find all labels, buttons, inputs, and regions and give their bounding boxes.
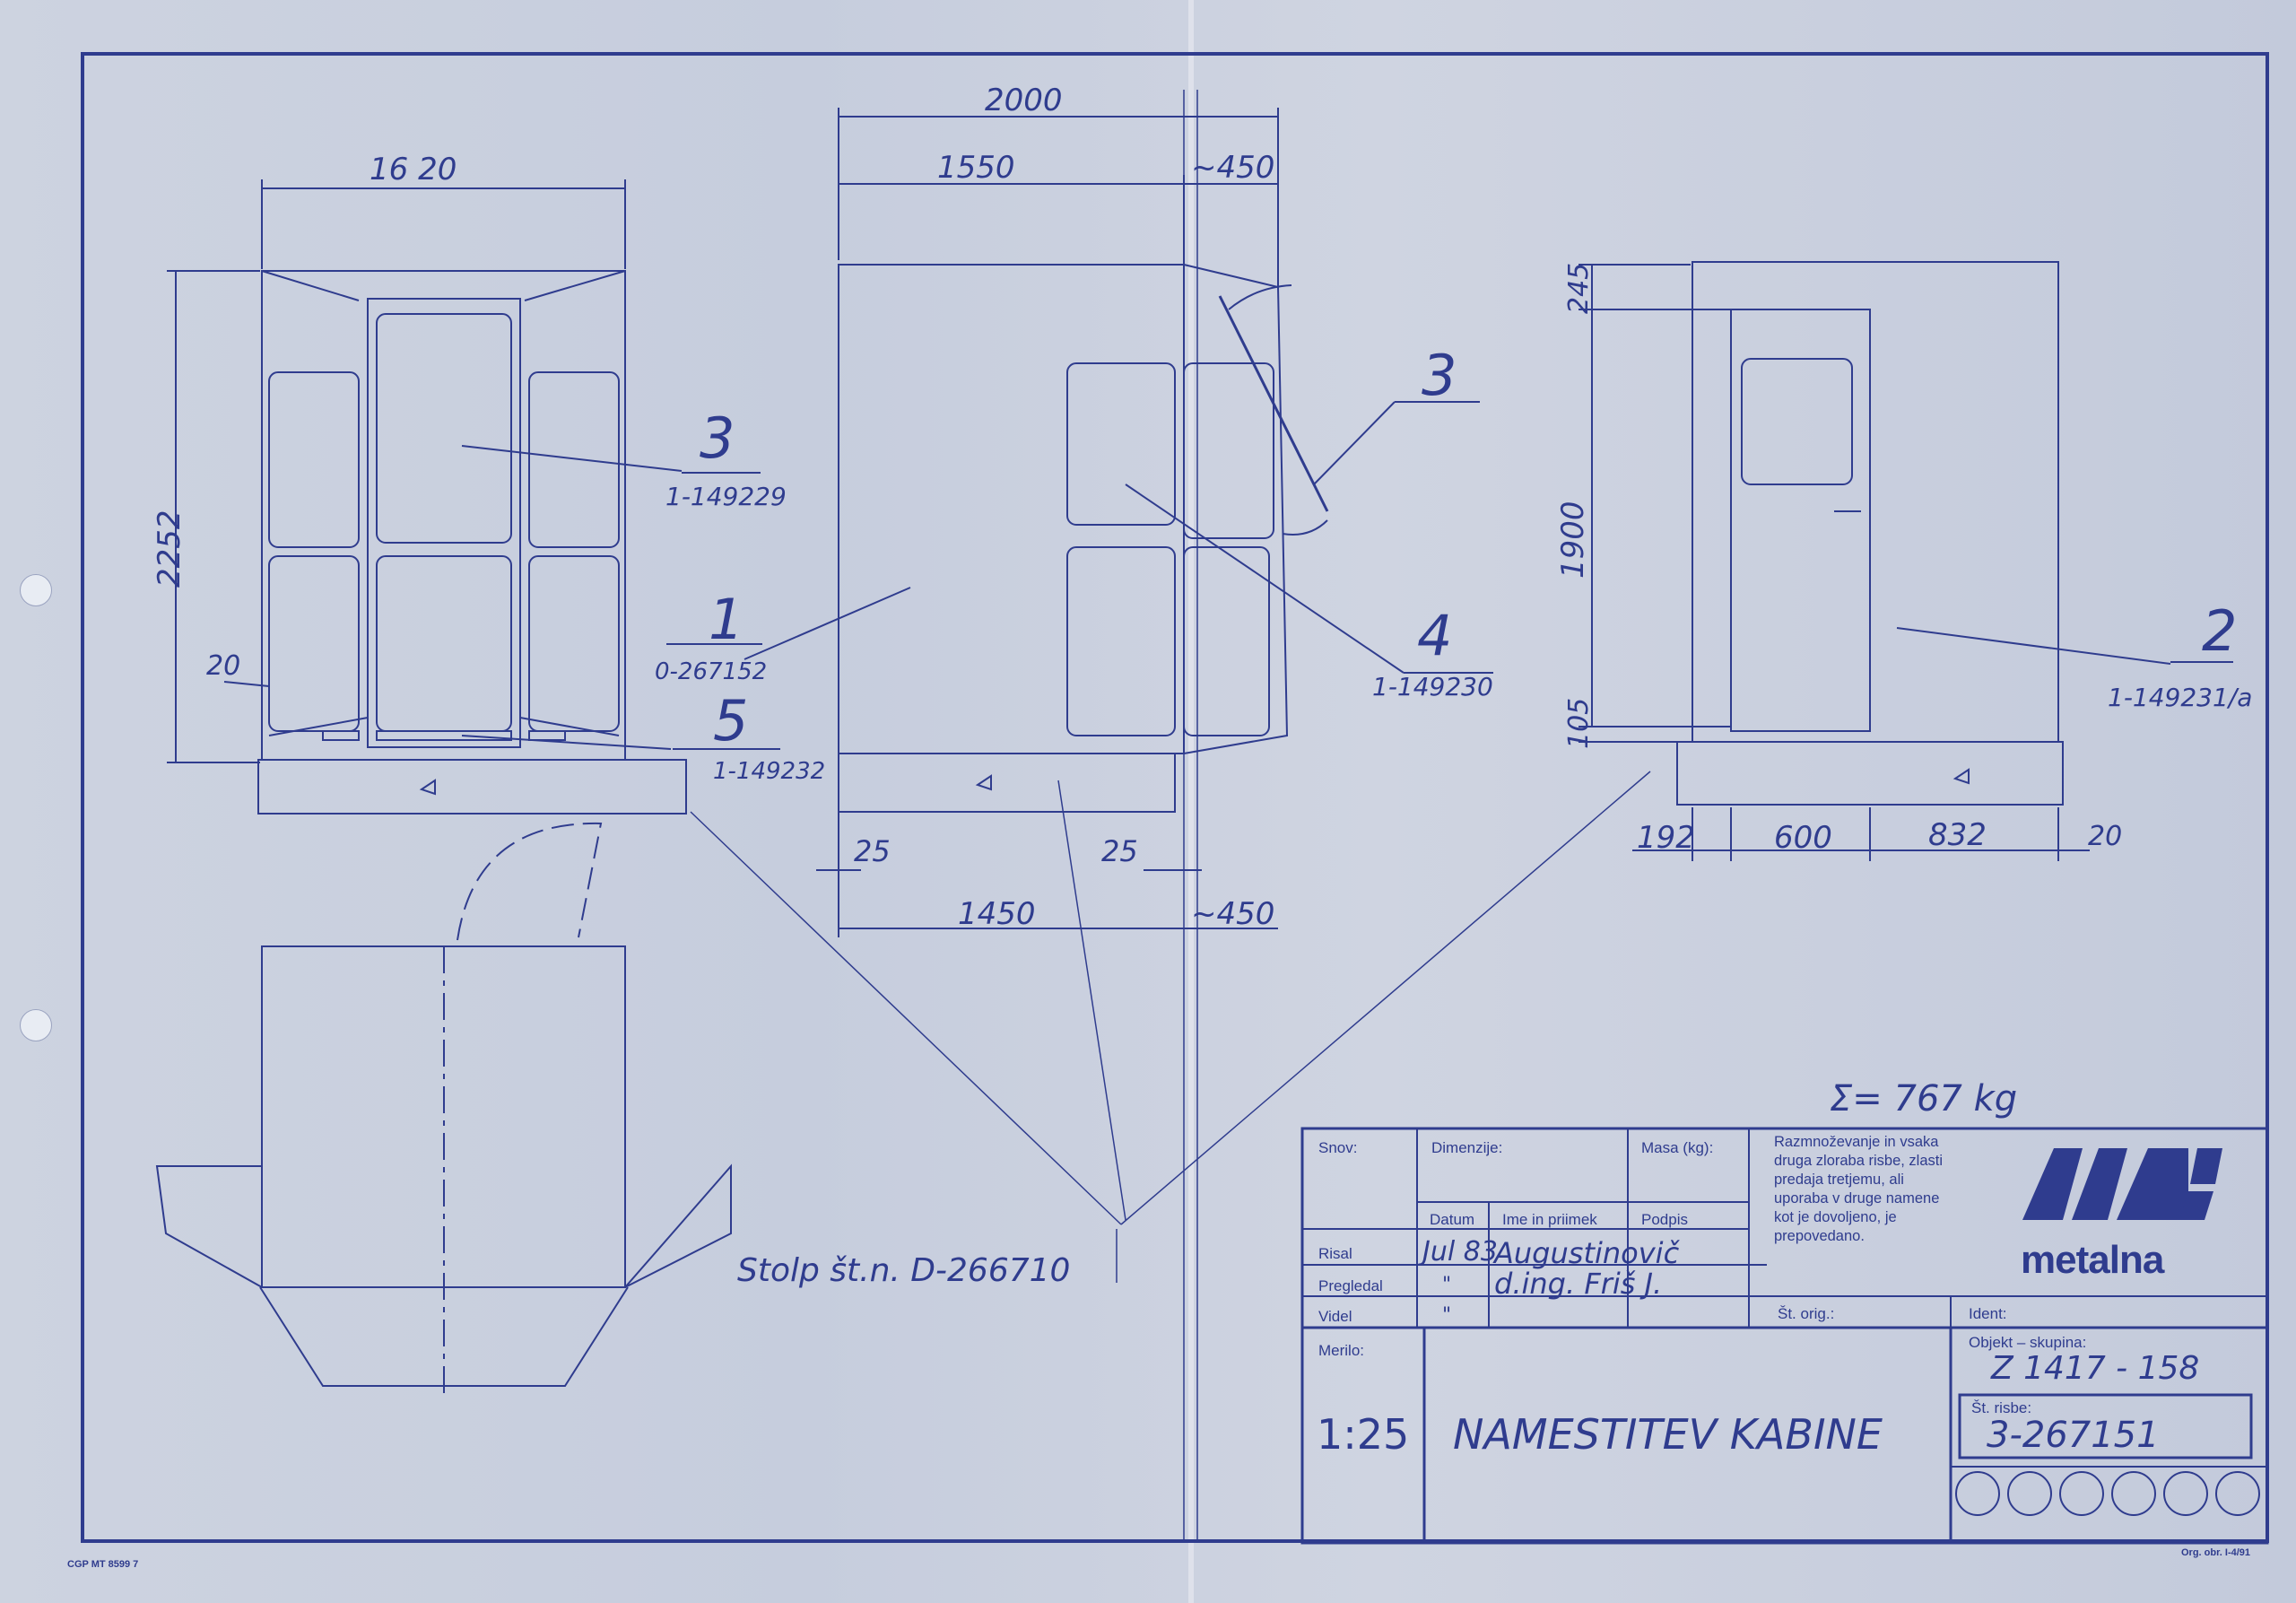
risal-label: Risal (1318, 1245, 1352, 1262)
callout-2-ref: 1-149231/a (2108, 683, 2252, 712)
scale-value: 1:25 (1317, 1410, 1410, 1459)
dim-right-b1: 192 (1637, 820, 1695, 856)
punch-hole-top (20, 574, 52, 606)
masa-label: Masa (kg): (1641, 1139, 1714, 1156)
pregledal-name: d.ing. Friš J. (1494, 1267, 1663, 1301)
risal-name: Augustinovič (1494, 1236, 1680, 1270)
footer-left-code: CGP MT 8599 7 (67, 1559, 139, 1570)
pregledal-label: Pregledal (1318, 1277, 1383, 1294)
callout-1-number: 1 (709, 587, 744, 652)
dim-right-top: 245 (1563, 263, 1595, 314)
callout-4-number: 4 (1417, 603, 1452, 668)
st-risbe-label: Št. risbe: (1971, 1399, 2032, 1416)
datum-label: Datum (1430, 1211, 1475, 1228)
drawing-title: NAMESTITEV KABINE (1453, 1410, 1883, 1459)
ident-label: Ident: (1969, 1305, 2007, 1322)
front-view (155, 179, 780, 1399)
callout-3-side-number: 3 (1422, 343, 1457, 408)
dim-side-main: 1550 (937, 150, 1015, 186)
title-block-circles (1955, 1471, 2260, 1516)
dim-front-width: 16 20 (370, 152, 457, 187)
videl-date: " (1442, 1304, 1452, 1327)
dim-side-base-left: 25 (854, 834, 891, 868)
dim-side-bottom-door: ~450 (1191, 896, 1274, 932)
dim-right-base: 105 (1563, 698, 1595, 749)
paper-fold (1188, 0, 1194, 1603)
pregledal-date: " (1442, 1274, 1452, 1296)
drawing-frame (81, 52, 2269, 1543)
callout-3-front-ref: 1-149229 (665, 482, 787, 511)
snov-label: Snov: (1318, 1139, 1358, 1156)
metalna-logo-mark (2022, 1148, 2222, 1220)
footer-right-code: Org. obr. I-4/91 (2181, 1547, 2251, 1558)
company-logo-text: metalna (2021, 1238, 2164, 1282)
callout-3-front-number: 3 (700, 405, 735, 471)
dim-right-b2: 600 (1774, 820, 1832, 856)
objekt-value: Z 1417 - 158 (1991, 1350, 2200, 1387)
dim-side-base-right: 25 (1101, 834, 1138, 868)
st-orig-label: Št. orig.: (1778, 1305, 1835, 1322)
podpis-label: Podpis (1641, 1211, 1688, 1228)
title-block-lines (1300, 1127, 2269, 1545)
callout-5-number: 5 (713, 688, 748, 754)
dim-side-door: ~450 (1191, 150, 1274, 186)
callout-2-number: 2 (2202, 598, 2237, 664)
dim-front-small: 20 (206, 650, 240, 682)
dim-right-b4: 20 (2088, 821, 2122, 852)
punch-hole-bottom (20, 1009, 52, 1041)
dim-front-height: 2252 (152, 510, 187, 588)
objekt-label: Objekt – skupina: (1969, 1334, 2087, 1351)
st-risbe-value: 3-267151 (1987, 1415, 2160, 1456)
risal-date: Jul 83 (1422, 1236, 1498, 1268)
side-view (690, 90, 1651, 1543)
callout-1-ref: 0-267152 (655, 658, 767, 685)
ime-label: Ime in priimek (1502, 1211, 1597, 1228)
dim-right-b3: 832 (1928, 817, 1987, 853)
callout-5-ref: 1-149232 (713, 758, 825, 785)
dim-right-door-height: 1900 (1555, 501, 1591, 579)
dim-side-total: 2000 (985, 83, 1063, 118)
total-mass: Σ= 767 kg (1830, 1078, 2017, 1119)
right-view (1578, 261, 2233, 861)
dimenzije-label: Dimenzije: (1431, 1139, 1503, 1156)
merilo-label: Merilo: (1318, 1342, 1365, 1359)
dim-side-bottom-main: 1450 (958, 896, 1036, 932)
videl-label: Videl (1318, 1308, 1352, 1325)
pillar-note: Stolp št.n. D-266710 (737, 1252, 1070, 1289)
copyright-notice: Razmnoževanje in vsaka druga zloraba ris… (1774, 1134, 1944, 1244)
callout-4-ref: 1-149230 (1372, 672, 1493, 701)
